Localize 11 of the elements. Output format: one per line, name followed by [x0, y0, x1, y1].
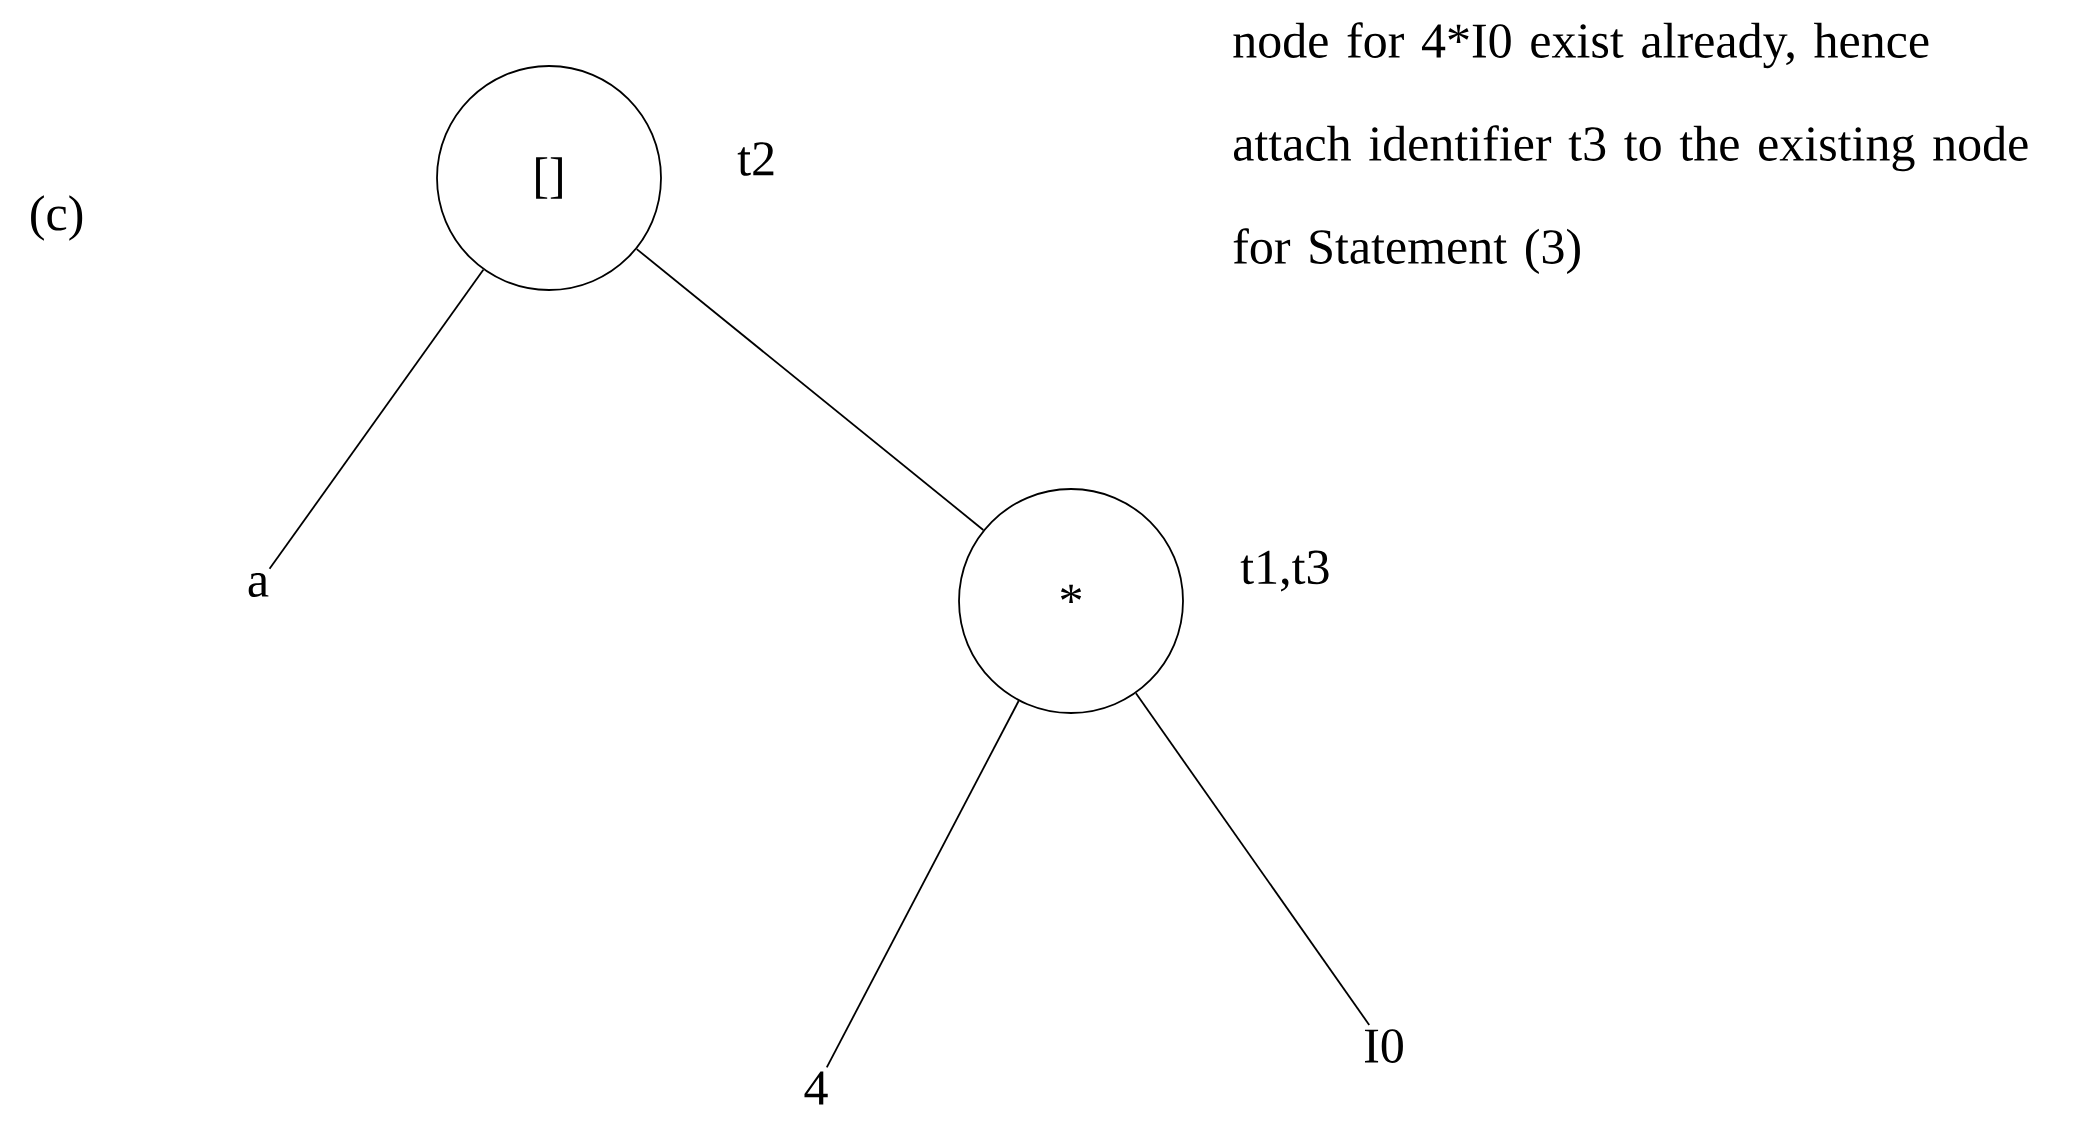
- tree-edge: [825, 700, 1020, 1069]
- tree-edge: [268, 268, 485, 570]
- panel-label: (c): [31, 195, 83, 241]
- leaf-label: a: [248, 573, 269, 597]
- leaf-label: 4: [804, 1071, 828, 1105]
- node-annotation: t1,t3: [1240, 550, 1329, 592]
- node-annotation: t2: [737, 142, 774, 176]
- tree-edge: [1135, 692, 1371, 1026]
- tree-edge: [635, 248, 985, 531]
- note-text: node for 4*I0 exist already, hence attach identifier t3 to the existing node for Statement (3): [1233, 22, 2028, 275]
- leaf-label: I0: [1365, 1029, 1403, 1063]
